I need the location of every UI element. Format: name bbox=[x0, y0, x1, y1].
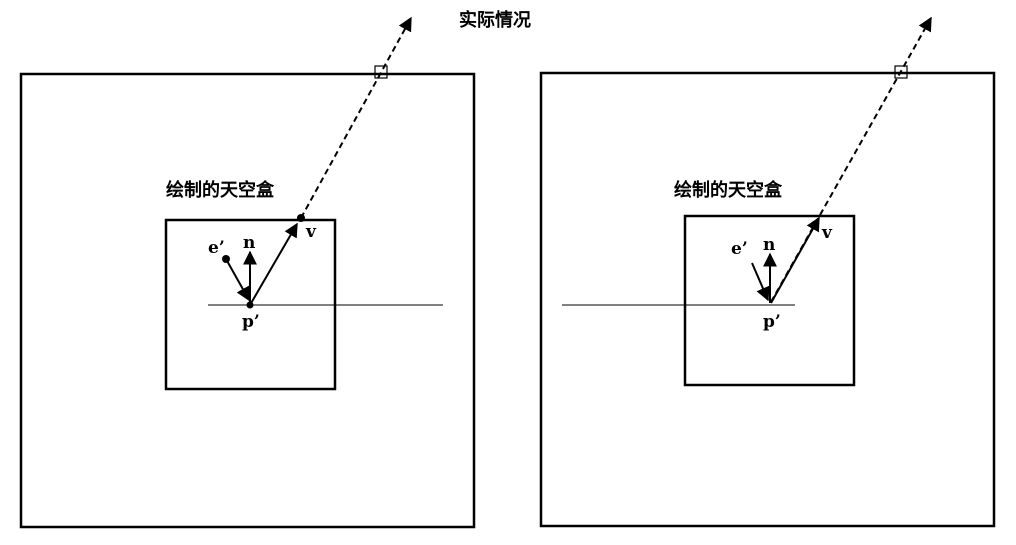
right-label-e: e’ bbox=[731, 239, 748, 259]
left-label-e: e’ bbox=[208, 238, 225, 258]
left-reflect-vector bbox=[249, 222, 298, 306]
left-eye-vector bbox=[225, 258, 250, 302]
right-label-v: v bbox=[821, 223, 833, 243]
left-surface-point bbox=[246, 301, 254, 309]
left-label-n: n bbox=[243, 233, 255, 253]
left-eye-point bbox=[222, 255, 230, 263]
right-label-p: p’ bbox=[763, 312, 781, 332]
left-intersection-marker bbox=[374, 65, 388, 79]
left-actual-ray bbox=[300, 16, 412, 219]
right-skybox-label: 绘制的天空盒 bbox=[674, 179, 783, 201]
right-label-n: n bbox=[763, 235, 775, 255]
right-reflect-vector bbox=[770, 216, 820, 304]
right-eye-vector bbox=[751, 262, 770, 302]
left-outer-box bbox=[19, 72, 476, 529]
left-skybox-label: 绘制的天空盒 bbox=[166, 179, 275, 201]
left-label-p: p’ bbox=[242, 312, 260, 332]
right-skybox-square bbox=[683, 214, 856, 387]
diagram-title: 实际情况 bbox=[459, 9, 531, 31]
left-label-v: v bbox=[305, 222, 317, 242]
right-intersection-marker bbox=[894, 65, 908, 79]
left-panel: 绘制的天空盒 e’ n p’ v bbox=[19, 16, 476, 529]
right-outer-box bbox=[539, 71, 996, 528]
left-hit-point bbox=[297, 214, 305, 222]
right-panel: 绘制的天空盒 e’ n p’ v bbox=[539, 16, 996, 528]
